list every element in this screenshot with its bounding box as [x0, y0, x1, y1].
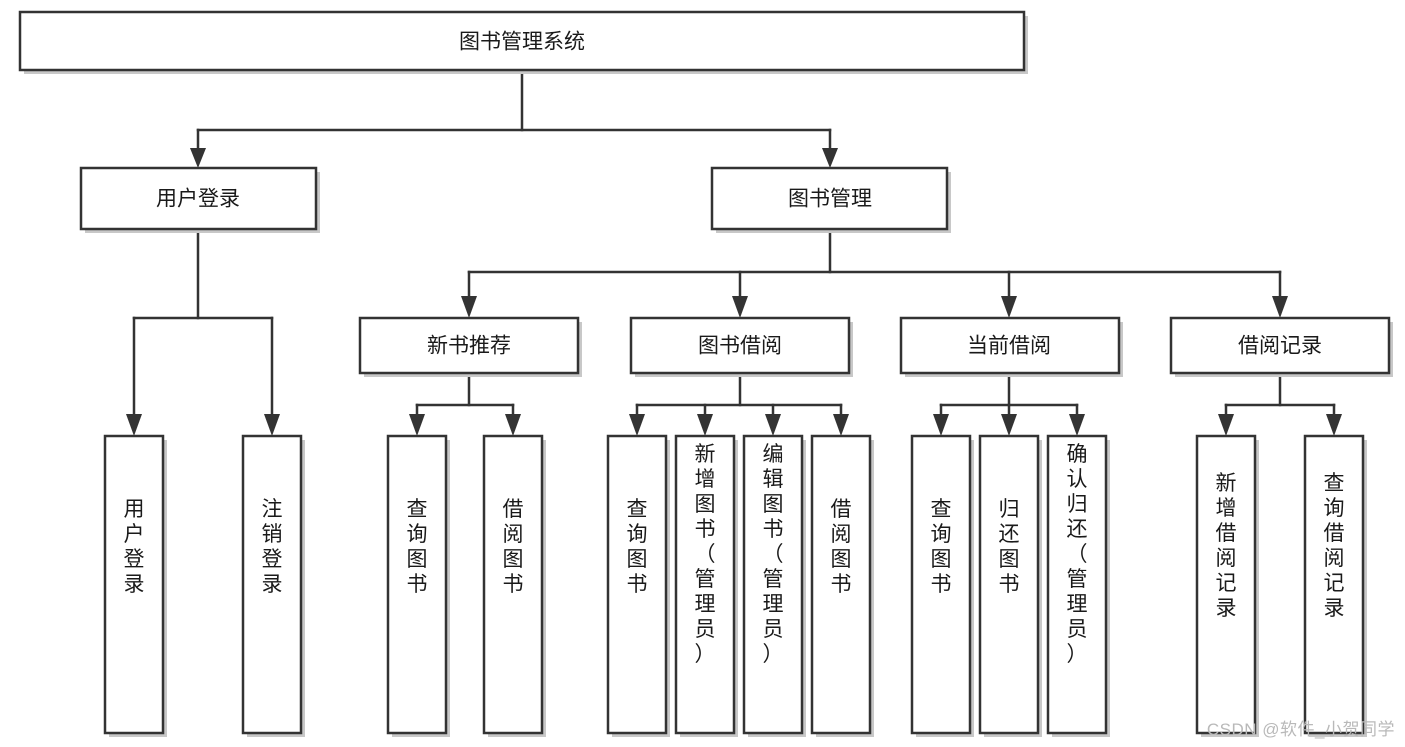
leaf-borrow-add-box[interactable]: [674, 434, 736, 735]
leaf-borrow-query-box[interactable]: [606, 434, 668, 735]
root-label: 图书管理系统: [459, 31, 585, 54]
leaf-borrow-edit-box[interactable]: [742, 434, 804, 735]
leaf-logout-label: 注销登录: [262, 498, 283, 596]
leaf-recommend-query-box[interactable]: [386, 434, 448, 735]
leaf-current-confirm-label: 确认归还（管理员）: [1067, 443, 1088, 666]
arrowhead-current-borrow: [1001, 296, 1017, 318]
arrowhead-recommend-leaf-1: [409, 414, 425, 436]
arrowhead-recommend-leaf-2: [505, 414, 521, 436]
leaf-node[interactable]: 注销登录: [241, 434, 305, 737]
leaf-node[interactable]: 新增借阅记录: [1195, 434, 1259, 737]
leaf-node[interactable]: 新增图书（管理员）: [674, 434, 738, 737]
arrowhead-current-leaf-3: [1069, 414, 1085, 436]
leaf-node[interactable]: 查询图书: [910, 434, 974, 737]
book-manage-label: 图书管理: [788, 188, 872, 211]
arrowhead-new-book-recommend: [461, 296, 477, 318]
new-book-recommend-label: 新书推荐: [427, 335, 511, 358]
current-borrow-box[interactable]: [899, 316, 1121, 375]
current-borrow-label: 当前借阅: [967, 335, 1051, 358]
leaf-record-add-label: 新增借阅记录: [1216, 472, 1237, 620]
leaf-borrow-lend-label: 借阅图书: [831, 498, 852, 596]
arrowhead-record-leaf-1: [1218, 414, 1234, 436]
arrowhead-user-login: [190, 148, 206, 168]
leaf-current-return-box[interactable]: [978, 434, 1040, 735]
leaf-current-query-box[interactable]: [910, 434, 972, 735]
leaf-node[interactable]: 确认归还（管理员）: [1046, 434, 1110, 737]
arrowhead-borrow-leaf-2: [697, 414, 713, 436]
leaf-node[interactable]: 查询图书: [606, 434, 670, 737]
book-borrow-box[interactable]: [629, 316, 851, 375]
arrowhead-current-leaf-1: [933, 414, 949, 436]
leaf-node[interactable]: 借阅图书: [810, 434, 874, 737]
node-new-book-recommend[interactable]: 新书推荐: [358, 316, 582, 377]
node-root-system[interactable]: 图书管理系统: [18, 10, 1028, 74]
arrowhead-book-manage: [822, 148, 838, 168]
leaf-user-login-label: 用户登录: [124, 498, 145, 596]
node-borrow-record[interactable]: 借阅记录: [1169, 316, 1393, 377]
leaf-recommend-borrow-label: 借阅图书: [503, 498, 524, 596]
leaf-node[interactable]: 用户登录: [103, 434, 167, 737]
arrowhead-book-borrow: [732, 296, 748, 318]
leaf-node[interactable]: 借阅图书: [482, 434, 546, 737]
root-box[interactable]: [18, 10, 1026, 72]
leaf-current-confirm-box[interactable]: [1046, 434, 1108, 735]
arrowhead-borrow-leaf-3: [765, 414, 781, 436]
node-book-borrow[interactable]: 图书借阅: [629, 316, 853, 377]
leaf-borrow-edit-label: 编辑图书（管理员）: [763, 443, 784, 666]
connector-layer: [126, 68, 1342, 436]
leaf-current-return-label: 归还图书: [999, 498, 1020, 596]
arrowhead-current-leaf-2: [1001, 414, 1017, 436]
leaf-recommend-query-label: 查询图书: [407, 498, 428, 596]
leaf-current-query-label: 查询图书: [931, 498, 952, 596]
arrowhead-leaf-logout: [264, 414, 280, 436]
node-current-borrow[interactable]: 当前借阅: [899, 316, 1123, 377]
leaf-borrow-add-label: 新增图书（管理员）: [695, 443, 716, 666]
book-manage-box[interactable]: [710, 166, 949, 231]
book-borrow-label: 图书借阅: [698, 335, 782, 358]
leaf-node[interactable]: 归还图书: [978, 434, 1042, 737]
leaf-record-query-box[interactable]: [1303, 434, 1365, 735]
borrow-record-box[interactable]: [1169, 316, 1391, 375]
leaf-logout-box[interactable]: [241, 434, 303, 735]
leaf-node[interactable]: 编辑图书（管理员）: [742, 434, 806, 737]
leaf-borrow-lend-box[interactable]: [810, 434, 872, 735]
leaf-borrow-query-label: 查询图书: [627, 498, 648, 596]
arrowhead-borrow-record: [1272, 296, 1288, 318]
leaf-record-add-box[interactable]: [1195, 434, 1257, 735]
borrow-record-label: 借阅记录: [1238, 335, 1322, 358]
leaf-recommend-borrow-box[interactable]: [482, 434, 544, 735]
leaf-node[interactable]: 查询借阅记录: [1303, 434, 1367, 737]
user-login-box[interactable]: [79, 166, 318, 231]
arrowhead-record-leaf-2: [1326, 414, 1342, 436]
leaf-record-query-label: 查询借阅记录: [1324, 472, 1345, 620]
new-book-recommend-box[interactable]: [358, 316, 580, 375]
arrowhead-borrow-leaf-4: [833, 414, 849, 436]
leaf-user-login-box[interactable]: [103, 434, 165, 735]
node-book-manage[interactable]: 图书管理: [710, 166, 951, 233]
arrowhead-leaf-user-login: [126, 414, 142, 436]
node-user-login[interactable]: 用户登录: [79, 166, 320, 233]
leaf-node[interactable]: 查询图书: [386, 434, 450, 737]
arrowhead-borrow-leaf-1: [629, 414, 645, 436]
user-login-label: 用户登录: [156, 188, 240, 211]
